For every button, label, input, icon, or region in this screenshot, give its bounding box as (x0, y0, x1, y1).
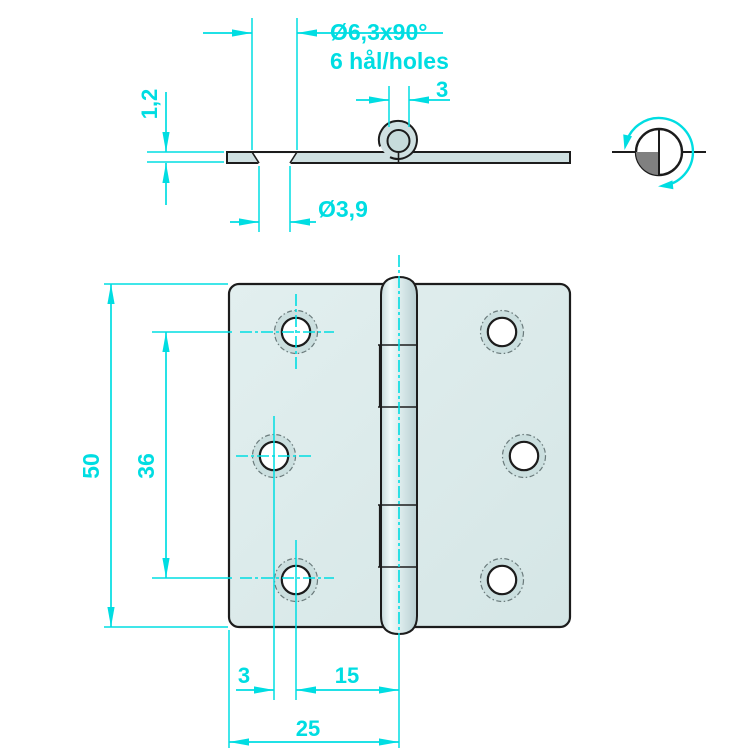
screw-hole (501, 433, 547, 479)
countersink-dimension: Ø6,3x90° 6 hål/holes (203, 18, 449, 150)
hole-offset-dimension-label: 3 (238, 663, 250, 688)
countersink-cutout (252, 153, 297, 165)
dimension-arrow (379, 738, 399, 746)
screw-holes (251, 309, 547, 603)
symbol-filled-quadrant (636, 152, 659, 175)
dimension-arrow (162, 332, 170, 352)
hole-spacing-dimension-label: 36 (133, 453, 159, 479)
hole-diameter-label: Ø3,9 (318, 196, 368, 222)
hole-diameter-dimension: Ø3,9 (230, 166, 368, 232)
dimension-arrow (409, 96, 429, 104)
hole-to-center-dimension: 15 (296, 663, 399, 694)
dimension-arrow (379, 686, 399, 694)
dimension-arrow (107, 284, 115, 304)
dimension-arrow (239, 218, 259, 226)
hole-to-center-dimension-label: 15 (335, 663, 359, 688)
dimension-arrow (297, 29, 317, 37)
countersink-edge (289, 151, 298, 164)
dimension-arrow (290, 218, 310, 226)
dimension-arrow (296, 686, 316, 694)
rotation-arrowhead (623, 134, 633, 150)
dimension-arrow (107, 607, 115, 627)
holes-count-label: 6 hål/holes (330, 48, 449, 74)
dimension-arrow (369, 96, 389, 104)
countersink-dimension-label: Ø6,3x90° (330, 19, 427, 45)
screw-hole (479, 557, 525, 603)
dimension-arrow (232, 29, 252, 37)
centerlines (236, 255, 400, 748)
front-view: 50 36 3 15 25 (78, 255, 572, 748)
dimension-arrow (254, 686, 274, 694)
dimension-arrow (162, 163, 170, 183)
hole-spacing-dimension: 36 (133, 331, 232, 579)
dimension-arrow (162, 558, 170, 578)
hole-offset-dimension: 3 (236, 663, 274, 694)
dimension-arrow (162, 132, 170, 152)
rotation-arrowhead (658, 180, 674, 190)
side-view: Ø6,3x90° 6 hål/holes 3 1,2 (137, 18, 571, 232)
dimension-arrow (229, 738, 249, 746)
pin-diameter-dimension: 3 (356, 77, 450, 127)
knuckle-curl (377, 119, 418, 160)
pin-diameter-label: 3 (436, 77, 448, 102)
leaf-width-dimension: 25 (228, 630, 399, 748)
height-dimension-label: 50 (78, 453, 104, 479)
rotation-arrow-arc (624, 116, 695, 187)
screw-hole (479, 309, 525, 355)
thickness-dimension: 1,2 (137, 89, 224, 205)
countersink-edge (251, 151, 260, 164)
height-dimension: 50 (78, 283, 228, 628)
pin-section (386, 129, 411, 153)
thickness-label: 1,2 (137, 89, 162, 120)
rotation-symbol (612, 116, 706, 190)
leaf-width-dimension-label: 25 (296, 716, 320, 741)
